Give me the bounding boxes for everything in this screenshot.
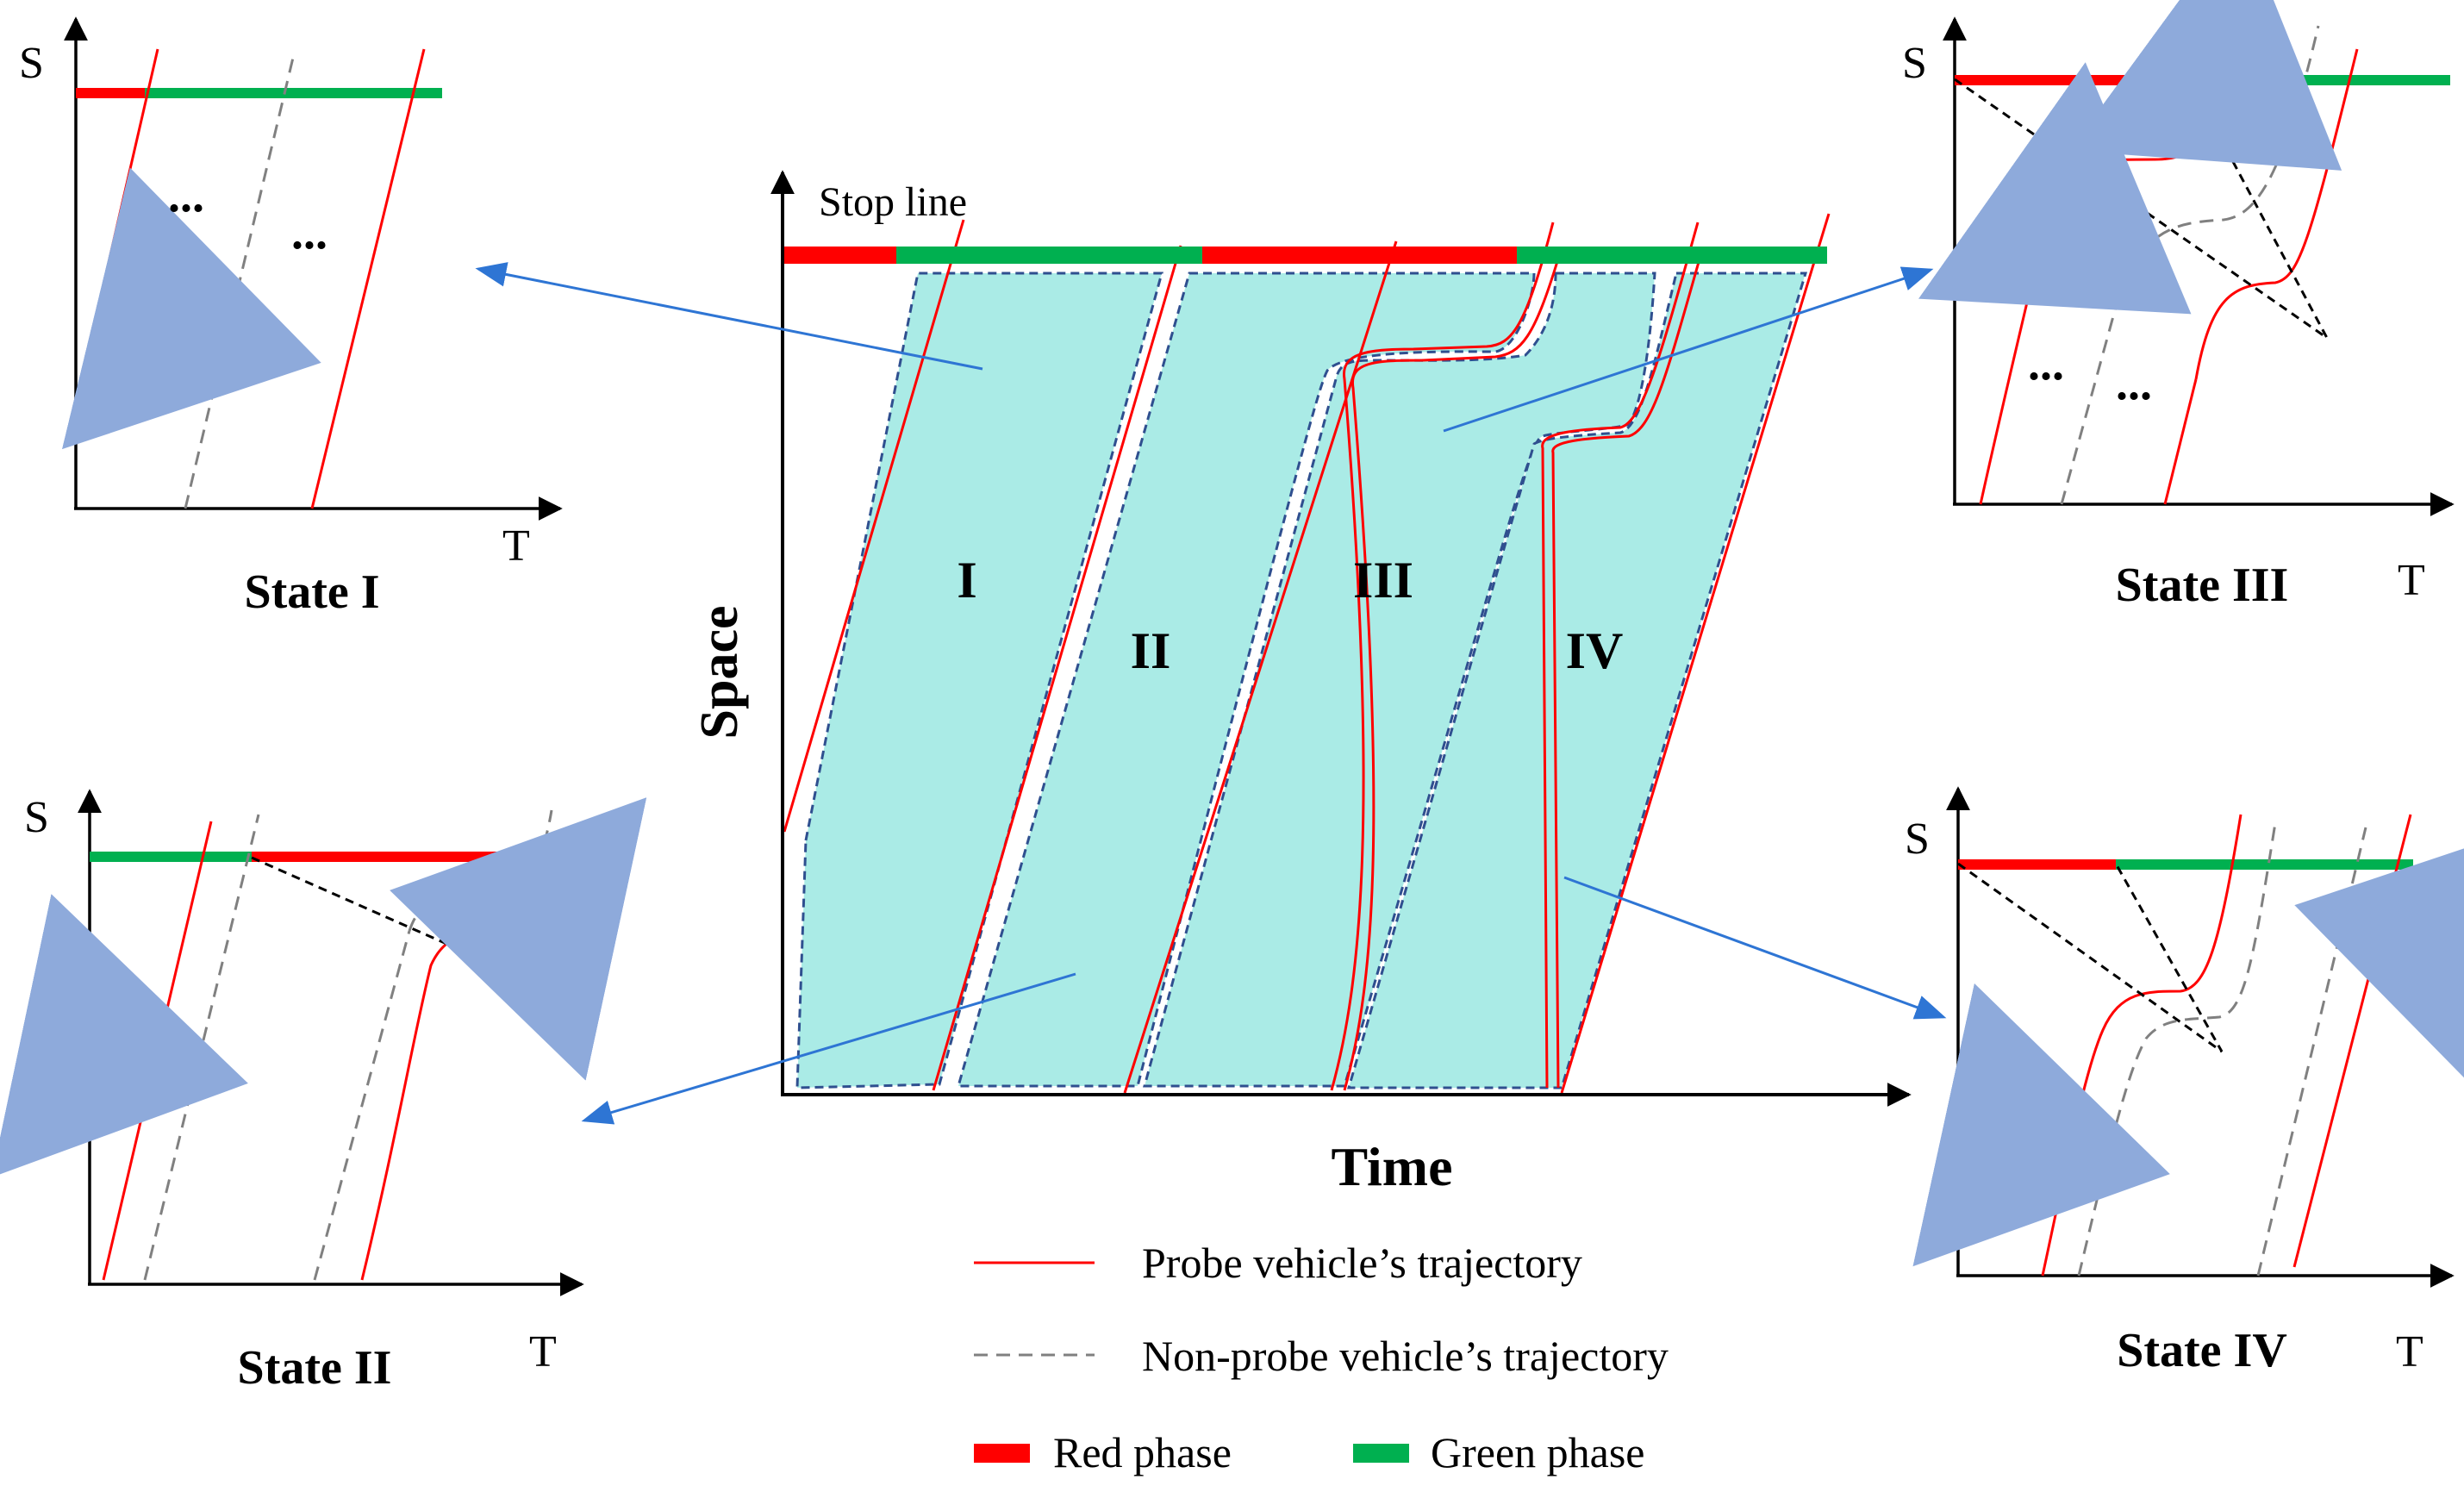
state-i-flow-arrow (61, 167, 321, 450)
state-iii-dots-left: ... (2028, 337, 2064, 390)
state-iii-flow-arrow-upper (2068, 0, 2342, 171)
pointer-to-state-ii (581, 972, 1076, 1125)
state-iv-backward-wave-arrow (2294, 818, 2464, 1101)
region-iv (1347, 272, 1808, 1089)
main-signal-bar (784, 247, 1827, 264)
state-iv-s-label: S (1905, 815, 1930, 864)
stop-line-label: Stop line (819, 179, 967, 225)
legend-nonprobe-label: Non-probe vehicle’s trajectory (1142, 1332, 1669, 1380)
state-iv-title: State IV (2117, 1324, 2287, 1377)
state-ii-t-label: T (529, 1327, 557, 1377)
state-i-dots-left: ... (168, 169, 204, 222)
pointer-to-state-iv (1563, 876, 1947, 1020)
state-iv-panel: S T State IV (1905, 786, 2464, 1377)
region-iii (1143, 272, 1656, 1088)
space-axis-label: Space (690, 606, 749, 740)
pointer-arrows (475, 262, 1947, 1125)
legend-probe-label: Probe vehicle’s trajectory (1142, 1239, 1582, 1287)
main-diagram: Stop line Space Time I II III IV (475, 170, 1947, 1197)
state-ii-s-label: S (24, 793, 49, 842)
state-iii-s-label: S (1902, 39, 1927, 88)
state-iii-dots-right: ... (2116, 357, 2152, 410)
state-iii-panel: ... ... S T State III (1902, 0, 2455, 612)
state-i-title: State I (244, 565, 379, 619)
legend-red-swatch (974, 1444, 1030, 1463)
state-iii-t-label: T (2398, 556, 2425, 605)
legend: Probe vehicle’s trajectory Non-probe veh… (974, 1239, 1669, 1476)
region-label-iii: III (1353, 552, 1413, 609)
region-label-ii: II (1131, 622, 1171, 679)
region-label-i: I (957, 552, 976, 609)
state-ii-title: State II (238, 1341, 392, 1395)
main-probe-trajectories (783, 213, 1831, 1094)
state-iv-flow-arrow (1912, 983, 2170, 1267)
legend-green-swatch (1353, 1444, 1409, 1463)
state-i-t-label: T (502, 521, 530, 571)
state-ii-flow-arrow (0, 894, 248, 1177)
state-i-s-label: S (19, 39, 44, 88)
legend-red-label: Red phase (1053, 1428, 1232, 1476)
legend-green-label: Green phase (1431, 1428, 1645, 1476)
pointer-to-state-i (475, 262, 983, 371)
state-iv-t-label: T (2396, 1327, 2423, 1377)
state-iii-flow-arrow-lower (1918, 62, 2192, 315)
state-ii-backward-wave-arrow (390, 797, 647, 1081)
time-axis-label: Time (1331, 1136, 1452, 1197)
state-i-panel: ... ... S T State I (19, 16, 563, 619)
pointer-to-state-iii (1443, 266, 1934, 433)
region-ii (957, 272, 1536, 1088)
region-label-iv: IV (1566, 622, 1624, 679)
state-iii-title: State III (2116, 559, 2289, 612)
state-ii-panel: S T State II (0, 789, 647, 1395)
state-i-dots-right: ... (291, 206, 327, 259)
